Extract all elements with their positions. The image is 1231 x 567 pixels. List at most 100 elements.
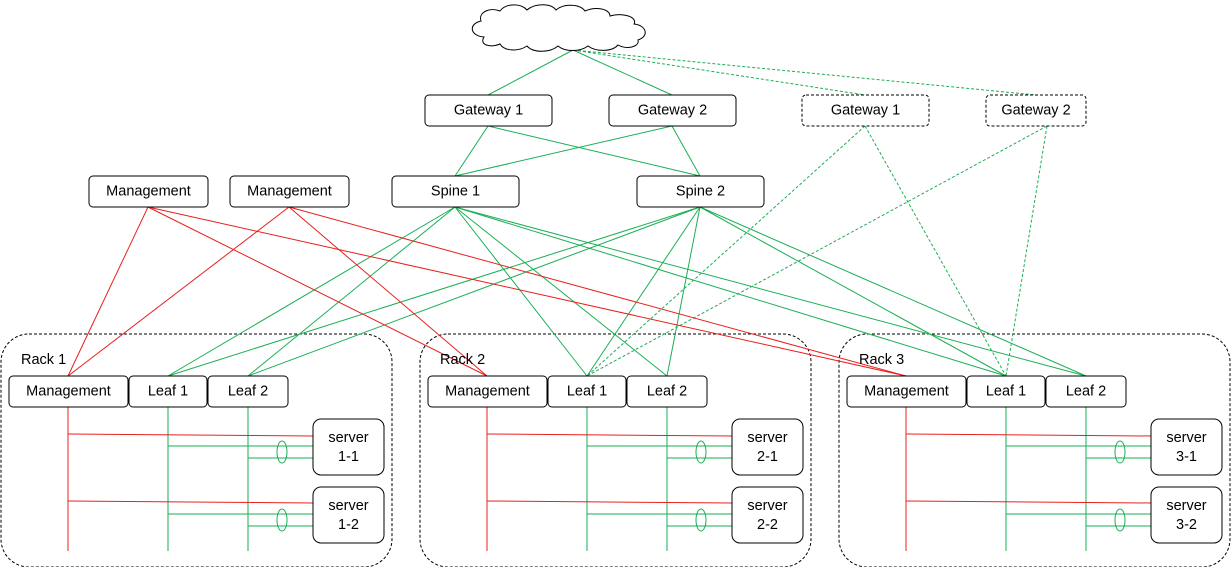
spine-1-rack-1-leaf-2-link [247,206,456,377]
remote-gateway-1-rack-2-leaf-1-link [586,125,866,377]
rack-1-leaf-2[interactable]: Leaf 2 [207,375,289,408]
spine-2-rack-2-leaf-1-link [586,206,701,377]
spine-1-rack-3-leaf-1-link [454,206,1007,377]
rack-2-server-2-management-link [486,500,733,504]
management-2-label: Management [247,184,332,200]
rack-2-server-2[interactable]: server 2-2 [731,486,804,544]
rack-1-leaf-1-label: Leaf 1 [148,384,188,400]
links-layer [67,49,1152,551]
cloud-icon [471,4,646,52]
rack-2-server-1-line2: 2-1 [757,449,778,465]
remote-gateway-2-label: Gateway 2 [1001,103,1070,119]
cloud-remote-gateway-2-link [572,49,1037,96]
rack-3-server-1-management-link [905,433,1152,437]
rack-3-server-1[interactable]: server 3-1 [1150,418,1223,476]
rack-1-server-1-bond-icon [276,440,288,464]
spine-2-rack-2-leaf-2-link [666,206,701,377]
rack-3-server-2-line2: 3-2 [1176,517,1197,533]
rack-3-leaf-2[interactable]: Leaf 2 [1045,375,1127,408]
rack-2-leaf-2[interactable]: Leaf 2 [626,375,708,408]
remote-gateway-1-rack-3-leaf-1-link [864,125,1007,377]
remote-gateway-1[interactable]: Gateway 1 [801,94,930,127]
rack-1: Rack 1 Management Leaf 1 Leaf 2 server 1… [8,352,385,544]
rack-2-server-1-bond-icon [695,440,707,464]
gateway-2-label: Gateway 2 [638,103,707,119]
rack-containers [0,333,1231,567]
rack-1-server-1-management-link [67,433,314,437]
cloud-gateway-2-link [572,49,673,96]
rack-1-management-label: Management [26,384,111,400]
rack-3-management[interactable]: Management [846,375,967,408]
management-1[interactable]: Management [88,175,209,208]
rack-2-server-2-line2: 2-2 [757,517,778,533]
cloud-gateway-1-link [487,49,574,96]
rack-3-leaf-1[interactable]: Leaf 1 [966,375,1046,408]
gateway-2-spine-1-link [454,125,673,177]
spine-1-rack-3-leaf-2-link [454,206,1087,377]
rack-2-leaf-1-label: Leaf 1 [567,384,607,400]
remote-gateway-2-rack-3-leaf-1-link [1005,125,1048,377]
management-2-rack-1-management-link [67,206,290,377]
rack-1-server-2-bond-icon [276,508,288,532]
rack-3-server-1-line1: server [1166,430,1206,446]
rack-3-server-1-line2: 3-1 [1176,449,1197,465]
gateway-2-spine-2-link [671,125,701,177]
spine-2-label: Spine 2 [676,184,725,200]
gateway-1-spine-2-link [487,125,701,177]
rack-1-server-2-line2: 1-2 [338,517,359,533]
rack-1-server-1[interactable]: server 1-1 [312,418,385,476]
bonds-layer [276,440,1126,532]
rack-1-container [0,333,393,567]
spine-2-rack-1-leaf-1-link [167,206,701,377]
rack-1-leaf-1[interactable]: Leaf 1 [128,375,208,408]
rack-3: Rack 3 Management Leaf 1 Leaf 2 server 3… [846,352,1223,544]
rack-2-leaf-1[interactable]: Leaf 1 [547,375,627,408]
rack-3-server-1-bond-icon [1114,440,1126,464]
gateway-2[interactable]: Gateway 2 [608,94,737,127]
rack-2-label: Rack 2 [440,352,485,368]
rack-3-management-label: Management [864,384,949,400]
remote-gateway-2[interactable]: Gateway 2 [985,94,1087,127]
rack-3-leaf-2-label: Leaf 2 [1066,384,1106,400]
spine-2[interactable]: Spine 2 [636,175,765,208]
rack-2-server-1-management-link [486,433,733,437]
rack-2-server-2-bond-icon [695,508,707,532]
spine-1-label: Spine 1 [431,184,480,200]
rack-1-management[interactable]: Management [8,375,129,408]
rack-2: Rack 2 Management Leaf 1 Leaf 2 server 2… [427,352,804,544]
rack-1-label: Rack 1 [21,352,66,368]
spine-2-rack-3-leaf-2-link [699,206,1087,377]
rack-3-leaf-1-label: Leaf 1 [986,384,1026,400]
cloud-remote-gateway-1-link [572,49,866,96]
gateway-1-label: Gateway 1 [454,103,523,119]
rack-3-container [838,333,1231,567]
rack-1-leaf-2-label: Leaf 2 [228,384,268,400]
rack-3-server-2-bond-icon [1114,508,1126,532]
rack-2-management[interactable]: Management [427,375,548,408]
rack-3-label: Rack 3 [859,352,904,368]
rack-2-server-2-line1: server [747,498,787,514]
management-1-rack-2-management-link [147,206,488,377]
spine-1-rack-2-leaf-2-link [454,206,668,377]
spine-1-rack-1-leaf-1-link [167,206,456,377]
spine-1[interactable]: Spine 1 [391,175,520,208]
rack-2-server-1[interactable]: server 2-1 [731,418,804,476]
rack-1-server-2[interactable]: server 1-2 [312,486,385,544]
remote-gateway-2-rack-2-leaf-1-link [586,125,1048,377]
management-2-rack-3-management-link [288,206,907,377]
gateway-1[interactable]: Gateway 1 [424,94,553,127]
rack-2-leaf-2-label: Leaf 2 [647,384,687,400]
rack-1-server-2-management-link [67,500,314,504]
management-2[interactable]: Management [229,175,350,208]
spine-1-rack-2-leaf-1-link [454,206,588,377]
gateway-1-spine-1-link [454,125,489,177]
rack-1-server-2-line1: server [328,498,368,514]
rack-1-server-1-line2: 1-1 [338,449,359,465]
rack-2-server-1-line1: server [747,430,787,446]
rack-1-server-1-line1: server [328,430,368,446]
rack-3-server-2[interactable]: server 3-2 [1150,486,1223,544]
rack-2-management-label: Management [445,384,530,400]
spine-2-rack-3-leaf-1-link [699,206,1007,377]
management-1-rack-1-management-link [67,206,149,377]
